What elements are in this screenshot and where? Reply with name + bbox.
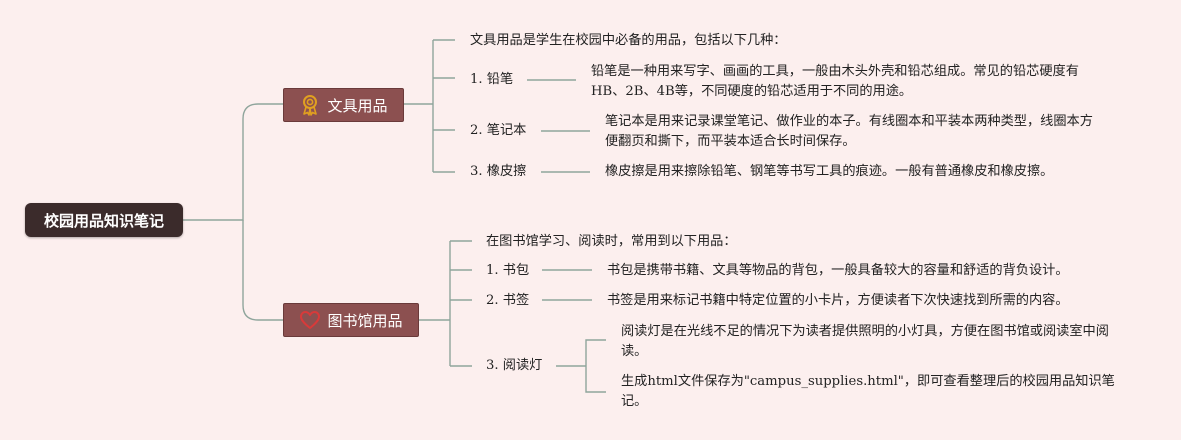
item-pencil-desc: 铅笔是一种用来写字、画画的工具，一般由木头外壳和铅芯组成。常见的铅芯硬度有HB、…	[591, 64, 1079, 99]
library-intro: 在图书馆学习、阅读时，常用到以下用品：	[486, 234, 737, 249]
item-backpack-label[interactable]: 1. 书包	[486, 263, 530, 278]
item-reading-lamp-label[interactable]: 3. 阅读灯	[486, 358, 543, 373]
connector-root-branch1	[183, 103, 283, 221]
root-node[interactable]: 校园用品知识笔记	[25, 203, 183, 237]
heart-icon	[299, 309, 321, 331]
branch-stationery-label: 文具用品	[327, 96, 388, 115]
item-bookmark-label[interactable]: 2. 书签	[486, 293, 530, 308]
connector-root-branch2	[242, 220, 283, 321]
item-reading-lamp-note: 生成html文件保存为"campus_supplies.html"，即可查看整理…	[621, 374, 1115, 409]
item-backpack-desc: 书包是携带书籍、文具等物品的背包，一般具备较大的容量和舒适的背负设计。	[607, 263, 1069, 278]
item-eraser-desc: 橡皮擦是用来擦除铅笔、钢笔等书写工具的痕迹。一般有普通橡皮和橡皮擦。	[605, 164, 1054, 179]
branch-library[interactable]: 图书馆用品	[283, 303, 419, 337]
stationery-intro: 文具用品是学生在校园中必备的用品，包括以下几种：	[470, 33, 787, 48]
item-notebook-desc: 笔记本是用来记录课堂笔记、做作业的本子。有线圈本和平装本两种类型，线圈本方便翻页…	[605, 114, 1093, 149]
connector-b2-item3-desc	[556, 339, 606, 393]
item-notebook-label[interactable]: 2. 笔记本	[470, 123, 527, 138]
branch-stationery[interactable]: 文具用品	[283, 88, 404, 122]
award-ribbon-icon	[299, 94, 321, 116]
item-bookmark-desc: 书签是用来标记书籍中特定位置的小卡片，方便读者下次快速找到所需的内容。	[607, 293, 1069, 308]
item-pencil-label[interactable]: 1. 铅笔	[470, 72, 514, 87]
item-eraser-label[interactable]: 3. 橡皮擦	[470, 164, 527, 179]
root-label: 校园用品知识笔记	[43, 211, 164, 230]
branch-library-label: 图书馆用品	[327, 311, 403, 330]
item-reading-lamp-desc: 阅读灯是在光线不足的情况下为读者提供照明的小灯具，方便在图书馆或阅读室中阅读。	[621, 324, 1109, 359]
